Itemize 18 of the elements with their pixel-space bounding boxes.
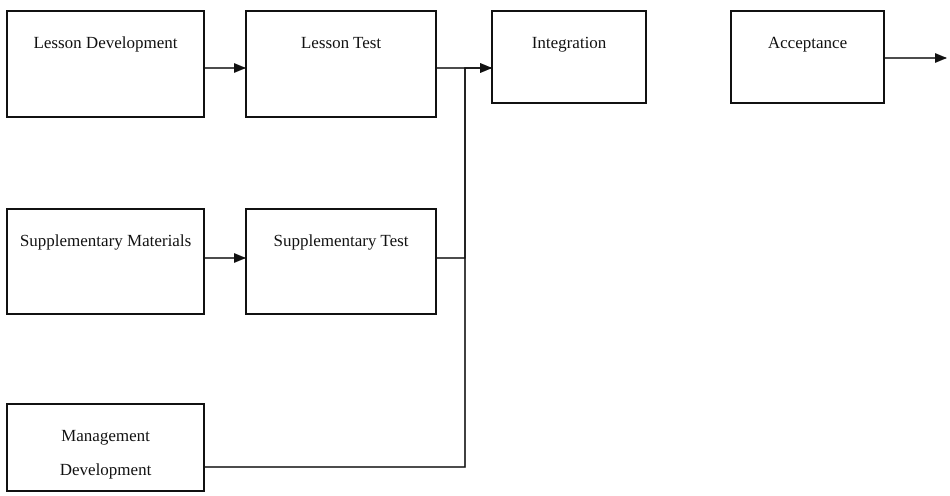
box-label: Acceptance xyxy=(768,32,848,54)
box-label: Supplementary Materials xyxy=(20,230,192,252)
process-box xyxy=(730,10,885,104)
process-box xyxy=(245,208,437,315)
process-box xyxy=(491,10,647,104)
box-label: Management Development xyxy=(58,425,152,481)
process-box xyxy=(6,208,205,315)
arrow xyxy=(205,63,246,73)
arrow xyxy=(885,53,947,63)
process-box xyxy=(245,10,437,118)
box-label: Lesson Test xyxy=(300,32,382,54)
arrow xyxy=(205,253,246,263)
process-box xyxy=(6,10,205,118)
arrow xyxy=(205,63,492,468)
box-label: Lesson Development xyxy=(34,32,178,54)
box-label: Supplementary Test xyxy=(274,230,408,252)
box-label: Integration xyxy=(532,32,606,54)
process-box xyxy=(6,403,205,492)
